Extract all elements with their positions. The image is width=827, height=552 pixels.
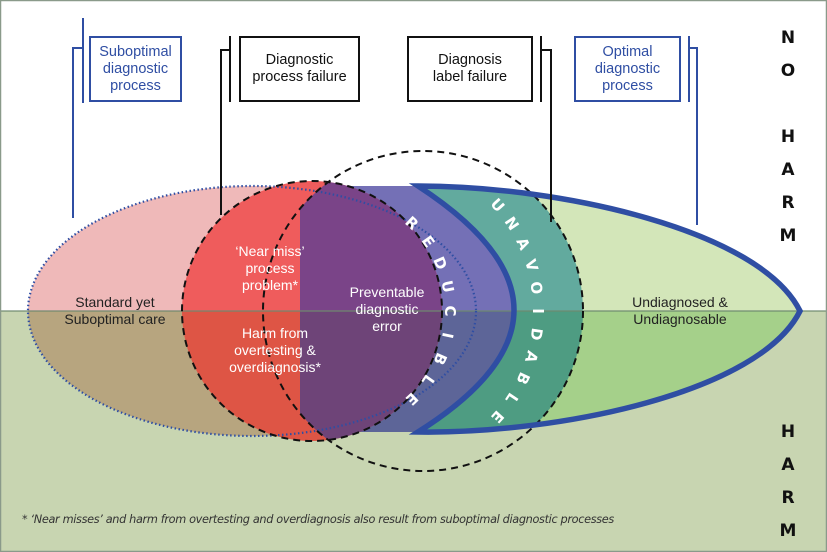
side-letter: H [780,127,796,147]
overtesting-text: Harm from overtesting & overdiagnosis* [229,325,321,375]
unavoidable-letter: D [526,327,546,342]
suboptimal-process-label: Suboptimal diagnostic process [99,43,172,94]
side-letter [773,88,803,121]
near-miss-text: ‘Near miss’ process problem* [235,243,305,293]
unavoidable-letter: V [521,257,542,274]
process-failure-label: Diagnostic process failure [252,52,347,85]
side-letter: O [780,61,796,81]
optimal-process-outline [408,183,804,435]
suboptimal-connector [72,18,84,218]
side-letter: M [779,521,797,541]
process-failure-connector [220,36,231,215]
unavoidable-letter: O [526,280,546,295]
unavoidable-letter: I [529,308,547,314]
unavoidable-letter: A [521,349,542,366]
process-failure-circle-outline [181,180,443,442]
reducible-letter: C [441,305,459,316]
side-letter: M [779,226,797,246]
reducible-letter: I [438,331,457,340]
side-letter: H [780,422,796,442]
label-failure-connector [540,36,552,222]
label-failure-box: Diagnosis label failure [407,36,533,102]
suboptimal-process-box: Suboptimal diagnostic process [89,36,182,102]
standard-care-text: Standard yet Suboptimal care [64,294,166,327]
side-letter: A [781,160,795,180]
side-letter: R [781,193,795,213]
suboptimal-ellipse-outline [26,184,478,438]
side-letter: N [780,28,796,48]
optimal-process-label: Optimal diagnostic process [594,43,661,94]
side-letter: A [781,455,795,475]
footnote: * ‘Near misses’ and harm from overtestin… [22,513,614,526]
preventable-error-text: Preventable diagnostic error [349,284,425,334]
label-failure-circle-outline [262,150,584,472]
undiagnosed-text: Undiagnosed & Undiagnosable [632,294,728,327]
process-failure-box: Diagnostic process failure [239,36,360,102]
reducible-letter: U [437,279,457,295]
optimal-connector [688,36,698,225]
label-failure-label: Diagnosis label failure [432,52,508,85]
side-letter: R [781,488,795,508]
optimal-process-box: Optimal diagnostic process [574,36,681,102]
